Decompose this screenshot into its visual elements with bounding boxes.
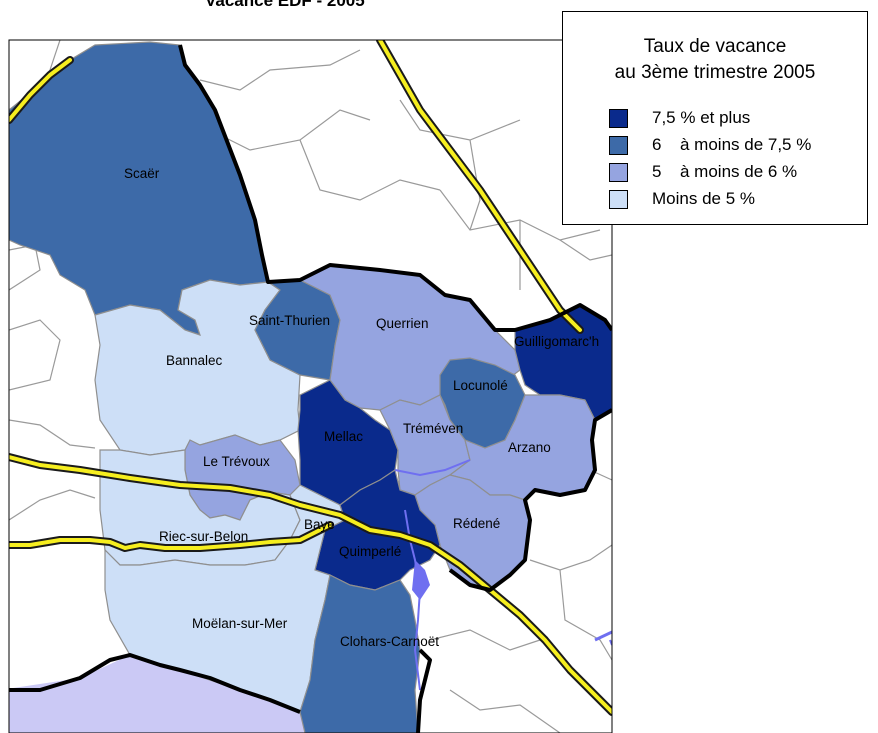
label-redene: Rédené <box>453 516 500 531</box>
territory-boundary <box>9 44 612 733</box>
label-quimperle: Quimperlé <box>339 544 401 559</box>
label-arzano: Arzano <box>508 440 551 455</box>
label-querrien: Querrien <box>376 316 429 331</box>
legend-label-2: à moins de 7,5 % <box>680 135 812 154</box>
legend-title-line2: au 3ème trimestre 2005 <box>614 62 816 83</box>
label-locunole: Locunolé <box>453 378 508 393</box>
legend-num-3: 5 <box>652 162 662 181</box>
map-frame <box>8 39 613 733</box>
legend: Taux de vacance au 3ème trimestre 2005 7… <box>562 11 868 225</box>
label-moelan-sur-mer: Moëlan-sur-Mer <box>192 616 288 631</box>
label-guilligomarch: Guilligomarc'h <box>514 334 599 349</box>
map-title: Vacance EDF - 2005 <box>205 0 365 10</box>
legend-swatch-2 <box>609 135 628 155</box>
legend-item-2: 6 à moins de 7,5 % <box>609 134 811 156</box>
map-content: Scaër Saint-Thurien Querrien Guilligomar… <box>9 40 612 733</box>
legend-label-1: 7,5 % et plus <box>652 108 751 127</box>
label-le-trevoux: Le Trévoux <box>203 454 270 469</box>
commune-clohars-carnoet[interactable] <box>299 574 421 733</box>
label-scaer: Scaër <box>124 166 160 181</box>
legend-title-line1: Taux de vacance <box>643 36 787 57</box>
label-tremeven: Tréméven <box>403 421 463 436</box>
label-riec-sur-belon: Riec-sur-Belon <box>159 529 248 544</box>
label-mellac: Mellac <box>324 429 363 444</box>
communes <box>9 41 612 733</box>
label-clohars-carnoet: Clohars-Carnoët <box>340 634 439 649</box>
commune-labels: Scaër Saint-Thurien Querrien Guilligomar… <box>124 166 599 649</box>
river-east <box>594 630 612 642</box>
legend-swatch-1 <box>609 108 628 128</box>
legend-label-4: Moins de 5 % <box>652 189 755 208</box>
roads <box>9 40 612 716</box>
sea-area <box>9 655 305 733</box>
legend-swatch-3 <box>609 162 628 182</box>
legend-swatch-4 <box>609 189 628 209</box>
label-bannalec: Bannalec <box>166 353 223 368</box>
legend-num-2: 6 <box>652 135 662 154</box>
river-estuary <box>412 560 430 600</box>
legend-item-1: 7,5 % et plus <box>609 107 750 129</box>
label-saint-thurien: Saint-Thurien <box>249 313 330 328</box>
label-baye: Baye <box>304 517 335 532</box>
legend-item-3: 5 à moins de 6 % <box>609 161 797 183</box>
legend-label-3: à moins de 6 % <box>680 162 798 181</box>
legend-title: Taux de vacance au 3ème trimestre 2005 <box>563 34 867 86</box>
legend-item-4: Moins de 5 % <box>609 188 755 210</box>
